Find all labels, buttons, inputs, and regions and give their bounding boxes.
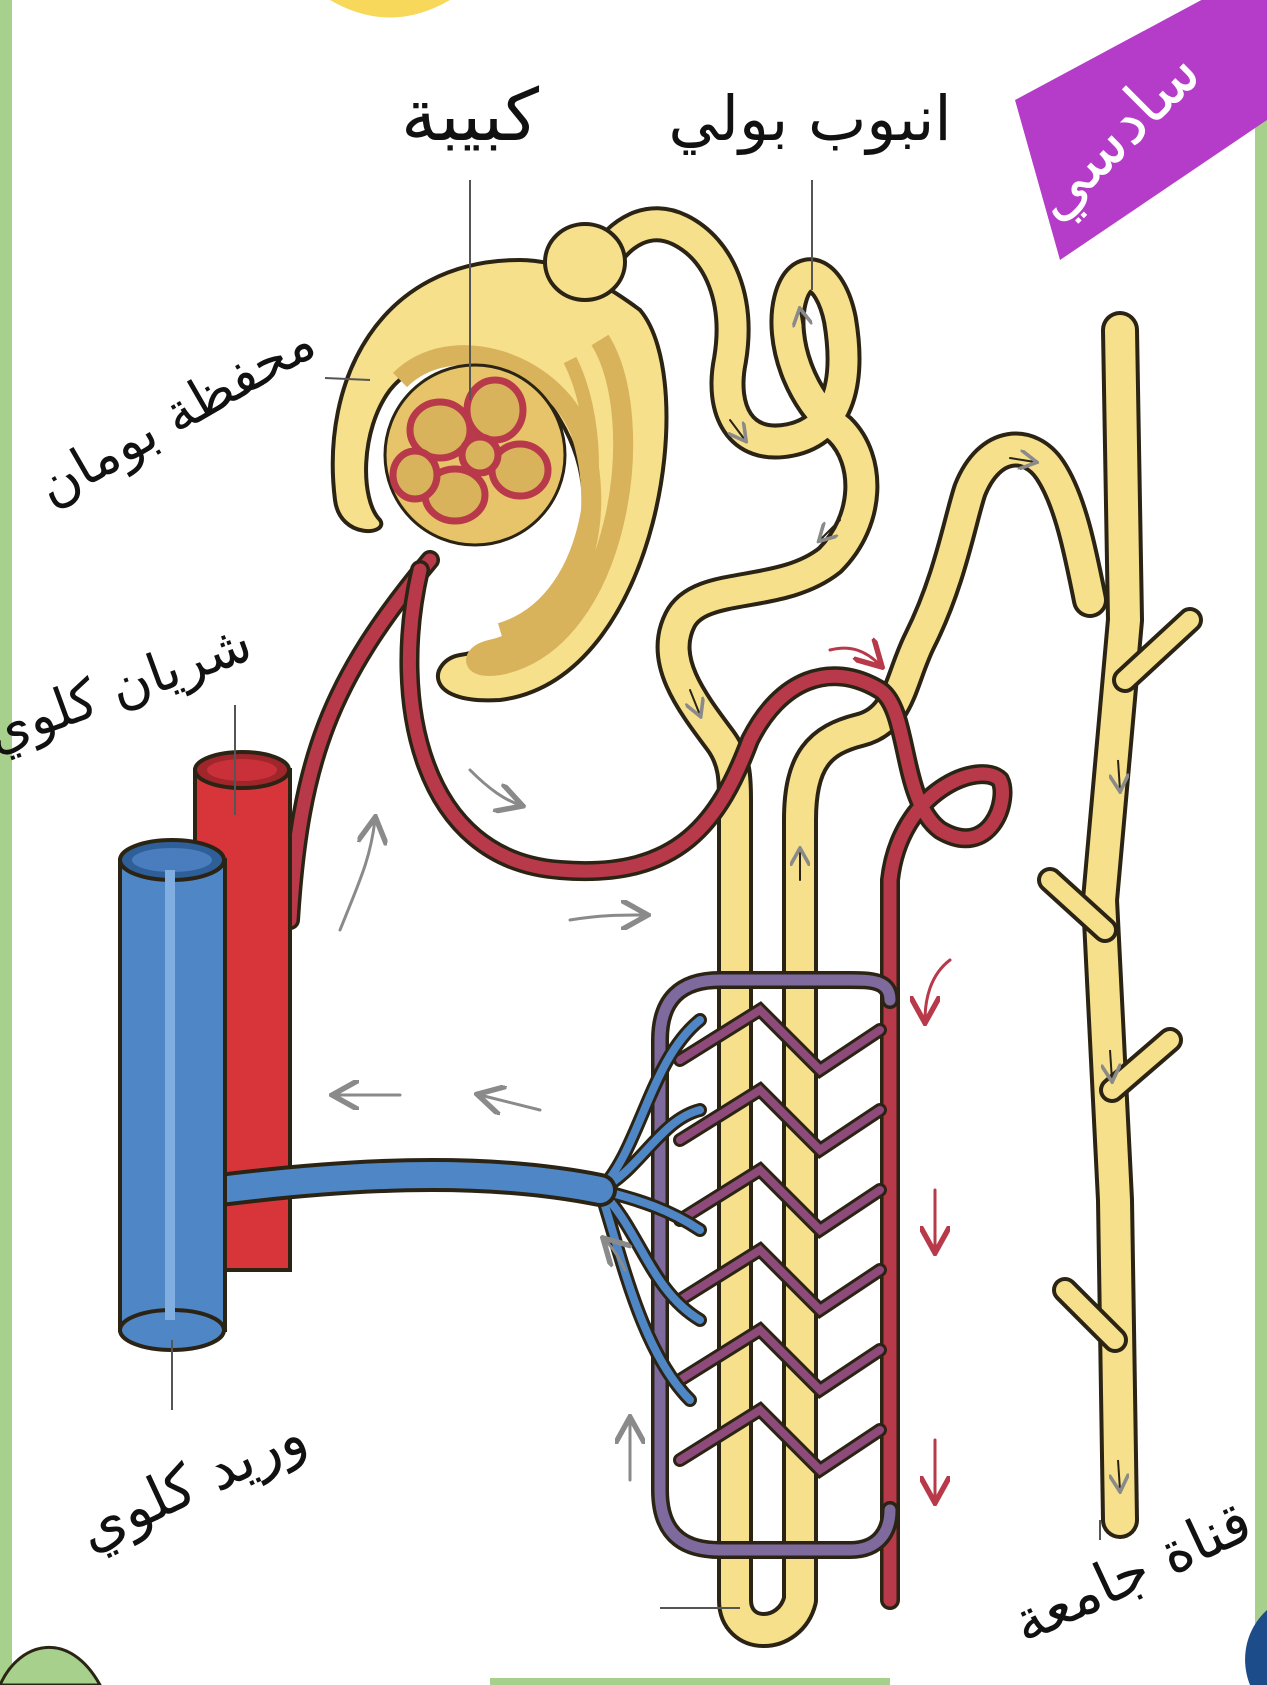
renal-tubule	[600, 224, 1090, 1630]
label-bowman-capsule: محفظة بومان	[26, 309, 326, 518]
top-decoration	[330, 0, 450, 18]
label-renal-tubule: انبوب بولي	[668, 82, 951, 155]
right-frame-edge	[1255, 0, 1267, 1685]
label-glomerulus: كبيبة	[401, 73, 540, 157]
left-frame-edge	[0, 0, 12, 1685]
blood-vessels	[290, 560, 1003, 1600]
bottom-left-decoration	[0, 1647, 100, 1685]
label-renal-vein: وريد كلوي	[67, 1400, 317, 1565]
label-renal-artery: شريان كلوي	[0, 611, 260, 765]
glomerulus	[385, 365, 565, 545]
bottom-strip	[490, 1678, 890, 1685]
grade-banner: سادسي	[1015, 0, 1267, 260]
